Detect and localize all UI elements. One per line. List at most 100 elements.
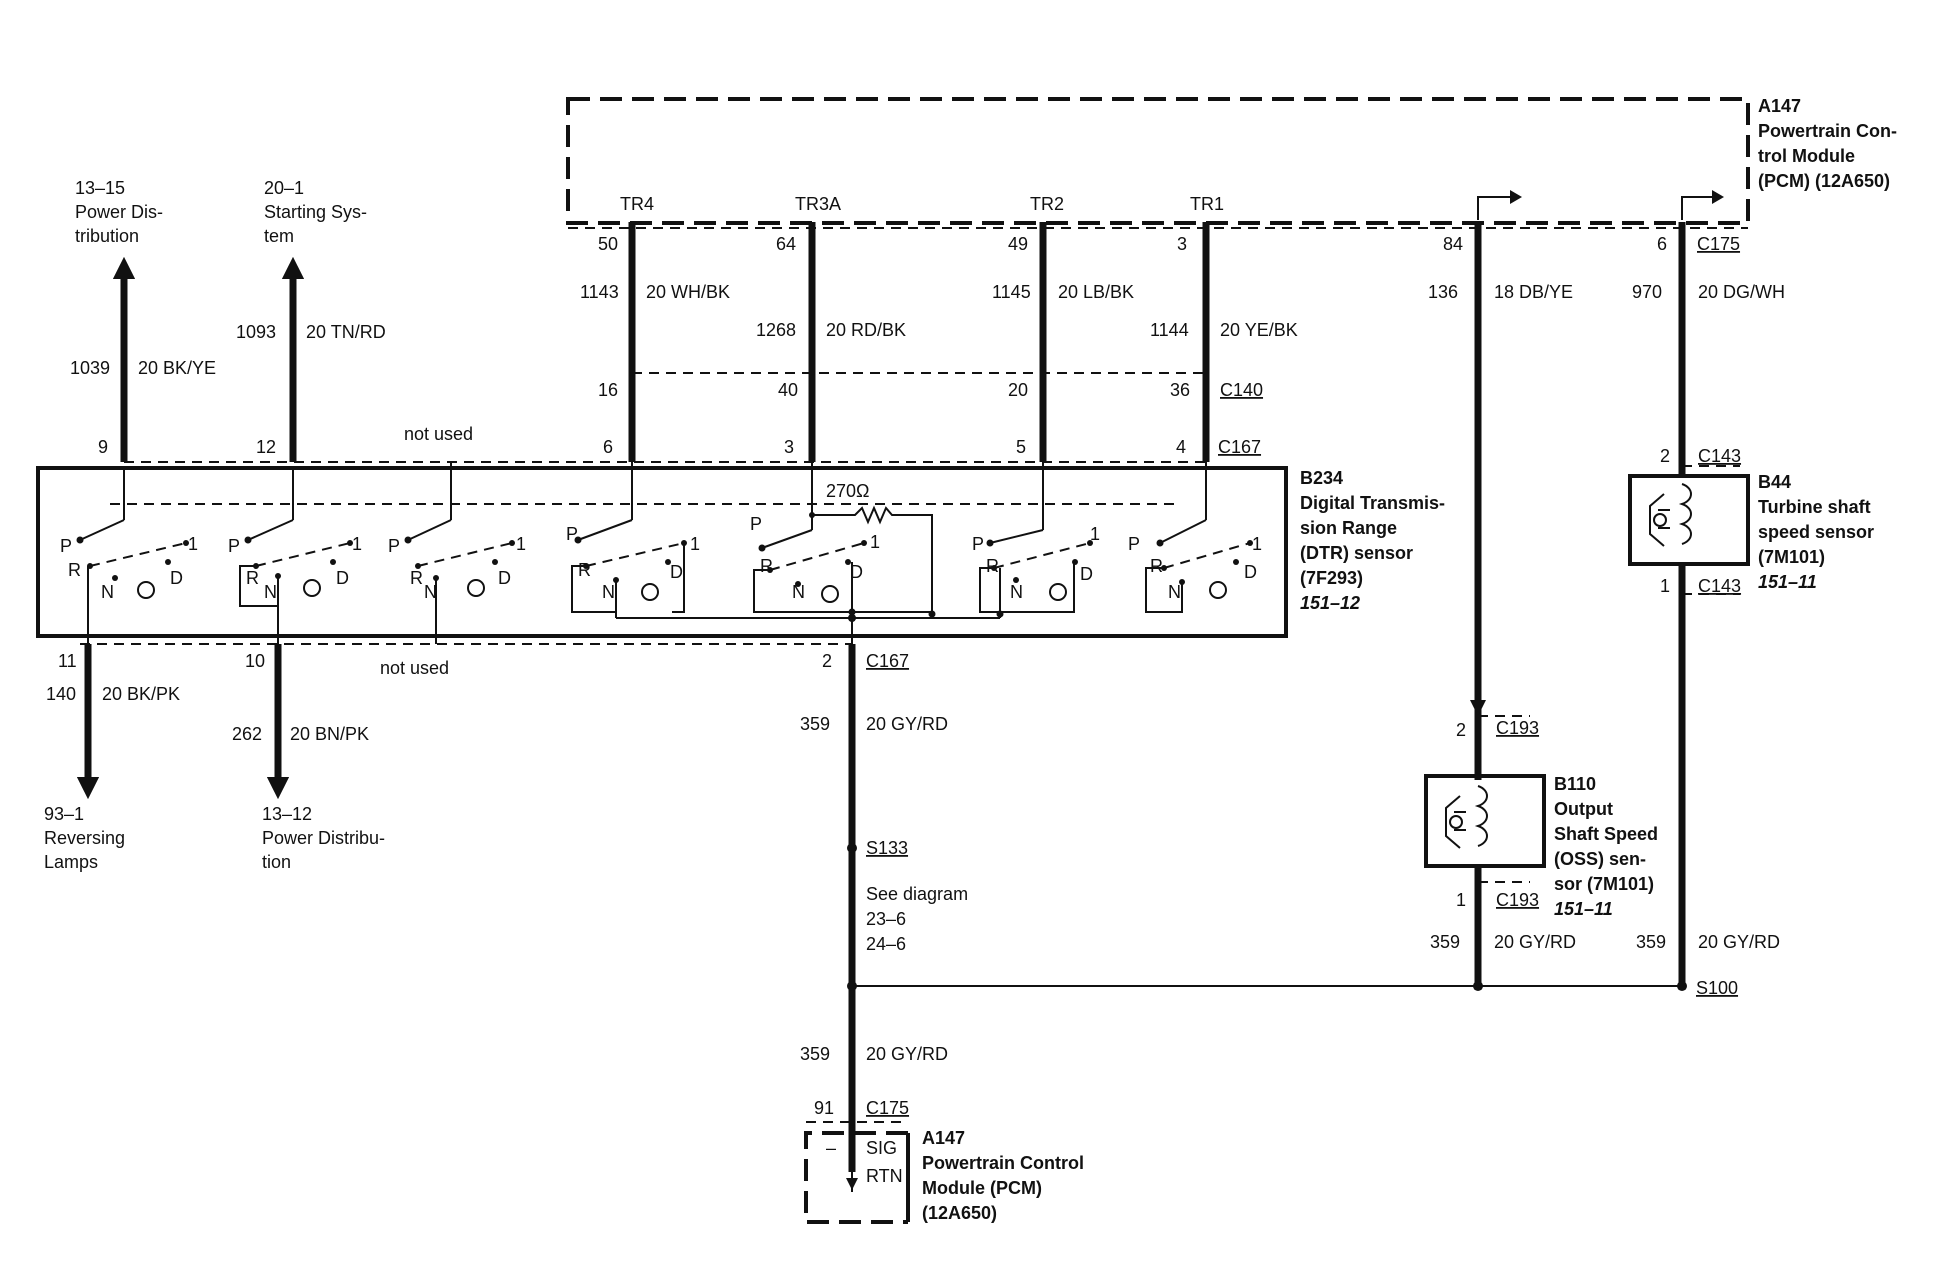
s100-label: S100 <box>1696 978 1738 998</box>
s133-label: S133 <box>866 838 908 858</box>
wire-1268-spec: 20 RD/BK <box>826 320 906 340</box>
sw5-d: D <box>850 562 863 582</box>
dtr-switch-7: P R N D 1 <box>1128 462 1262 613</box>
pcm-pin-label-tr4: TR4 <box>620 194 654 214</box>
c167-pin-11: 11 <box>58 651 77 671</box>
wire-1145-spec: 20 LB/BK <box>1058 282 1134 302</box>
sw2-r: R <box>246 568 259 588</box>
sw2-n: N <box>264 582 277 602</box>
pcm-pin-label-tr2: TR2 <box>1030 194 1064 214</box>
oss-name-3: (OSS) sen- <box>1554 849 1646 869</box>
pcm-pin-label-tr1: TR1 <box>1190 194 1224 214</box>
oss-wire-spec: 20 GY/RD <box>1494 932 1576 952</box>
left-bottom-name-1a: Reversing <box>44 828 125 848</box>
c167-top-label: C167 <box>1218 437 1261 457</box>
pcm-top-name-1: Powertrain Con- <box>1758 121 1897 141</box>
see-diagram-3: 24–6 <box>866 934 906 954</box>
center-return-wire: 359 20 GY/RD S133 See diagram 23–6 24–6 … <box>800 644 968 1172</box>
wire-970-circuit: 970 <box>1632 282 1662 302</box>
c140-label: C140 <box>1220 380 1263 400</box>
c167-pin-6: 6 <box>603 437 613 457</box>
oss-pin-2: 2 <box>1456 720 1466 740</box>
tss-name-1: Turbine shaft <box>1758 497 1871 517</box>
sw3-d: D <box>498 568 511 588</box>
oss-sensor: 136 18 DB/YE 2 C193 1 C193 B110 Output S… <box>1424 222 1658 991</box>
left-bottom-name-1b: Lamps <box>44 852 98 872</box>
wire-1144-circuit: 1144 <box>1150 320 1189 340</box>
wire-136-spec: 18 DB/YE <box>1494 282 1573 302</box>
sw1-p: P <box>60 536 72 556</box>
s100-splice: S100 <box>852 978 1738 998</box>
c167-pin-2: 2 <box>822 651 832 671</box>
dtr-switch-6: P R N D 1 <box>972 462 1100 618</box>
left-top-name-2a: Starting Sys- <box>264 202 367 222</box>
c167-pin-10: 10 <box>245 651 265 671</box>
left-top-name-1b: tribution <box>75 226 139 246</box>
sw4-r: R <box>578 560 591 580</box>
wire-359-center-spec: 20 GY/RD <box>866 714 948 734</box>
dtr-sensor-outline <box>36 466 1288 638</box>
left-top-name-2b: tem <box>264 226 294 246</box>
tss-shield-icon <box>1681 196 1712 220</box>
tss-connector-top: C143 <box>1698 446 1741 466</box>
c167-bottom: 11 10 2 C167 not used <box>58 643 909 678</box>
oss-name-4: sor (7M101) <box>1554 874 1654 894</box>
pcm-bottom-module: – SIG RTN A147 Powertrain Control Module… <box>804 1121 1084 1224</box>
pcm-top-connector-c175: C175 <box>1697 234 1740 254</box>
dtr-name-3: (DTR) sensor <box>1300 543 1413 563</box>
tss-ref: B44 <box>1758 472 1791 492</box>
wire-359-lower-circuit: 359 <box>800 1044 830 1064</box>
dtr-name-4: (7F293) <box>1300 568 1363 588</box>
wire-1145-circuit: 1145 <box>992 282 1031 302</box>
dtr-page-ref: 151–12 <box>1300 593 1360 613</box>
pcm-top-name-3: (PCM) (12A650) <box>1758 171 1890 191</box>
oss-shield-icon <box>1477 196 1510 220</box>
resistor-270-icon <box>812 505 933 612</box>
wire-1093-circuit: 1093 <box>236 322 276 342</box>
oss-ref: B110 <box>1554 774 1596 794</box>
pcm-bottom-sig: SIG <box>866 1138 897 1158</box>
oss-wire-circuit: 359 <box>1430 932 1460 952</box>
sw5-one: 1 <box>870 532 880 552</box>
c167-pin-3: 3 <box>784 437 794 457</box>
pcm-top-ref: A147 <box>1758 96 1801 116</box>
pcm-pin-64: 64 <box>776 234 796 254</box>
left-upper-wires: 13–15 Power Dis- tribution 1039 20 BK/YE… <box>70 178 386 462</box>
s133-splice-dot <box>847 843 857 853</box>
tss-shield-flag-icon <box>1712 190 1724 204</box>
left-lower-wires: 140 20 BK/PK 93–1 Reversing Lamps 262 20… <box>44 644 385 872</box>
tss-sensor: 970 20 DG/WH 2 C143 1 C143 B44 Turbine s… <box>1628 222 1874 991</box>
resistor-label: 270Ω <box>826 481 870 501</box>
pcm-bottom-connector-c175: C175 <box>866 1098 909 1118</box>
sw2-p: P <box>228 536 240 556</box>
c167-pin-4: 4 <box>1176 437 1186 457</box>
wire-136-circuit: 136 <box>1428 282 1458 302</box>
wire-140-circuit: 140 <box>46 684 76 704</box>
tr-wires: 1143 20 WH/BK 1268 20 RD/BK 1145 20 LB/B… <box>580 222 1298 462</box>
not-used-top: not used <box>404 424 473 444</box>
dtr-name-2: sion Range <box>1300 518 1397 538</box>
pcm-pin-50: 50 <box>598 234 618 254</box>
c167-pin-9: 9 <box>98 437 108 457</box>
left-bottom-ref-2: 13–12 <box>262 804 312 824</box>
c140-pin-16: 16 <box>598 380 618 400</box>
dtr-switch-2: P R N D 1 <box>228 468 362 780</box>
dtr-sensor: P R N D 1 P R N D 1 <box>36 462 1445 780</box>
pcm-pin-3: 3 <box>1177 234 1187 254</box>
pcm-pin-84: 84 <box>1443 234 1463 254</box>
wire-1039-spec: 20 BK/YE <box>138 358 216 378</box>
see-diagram-1: See diagram <box>866 884 968 904</box>
dtr-name-1: Digital Transmis- <box>1300 493 1445 513</box>
wire-1143-spec: 20 WH/BK <box>646 282 730 302</box>
oss-sensor-box <box>1424 774 1546 868</box>
tss-wire-circuit: 359 <box>1636 932 1666 952</box>
not-used-bottom: not used <box>380 658 449 678</box>
pcm-bottom-pin-91: 91 <box>814 1098 834 1118</box>
tss-page-ref: 151–11 <box>1758 572 1817 592</box>
wire-1093-spec: 20 TN/RD <box>306 322 386 342</box>
sw5-p: P <box>750 514 762 534</box>
c167-top: 9 12 6 3 5 4 C167 not used <box>98 424 1261 463</box>
sw1-n: N <box>101 582 114 602</box>
left-bottom-ref-1: 93–1 <box>44 804 84 824</box>
wire-1039-circuit: 1039 <box>70 358 110 378</box>
